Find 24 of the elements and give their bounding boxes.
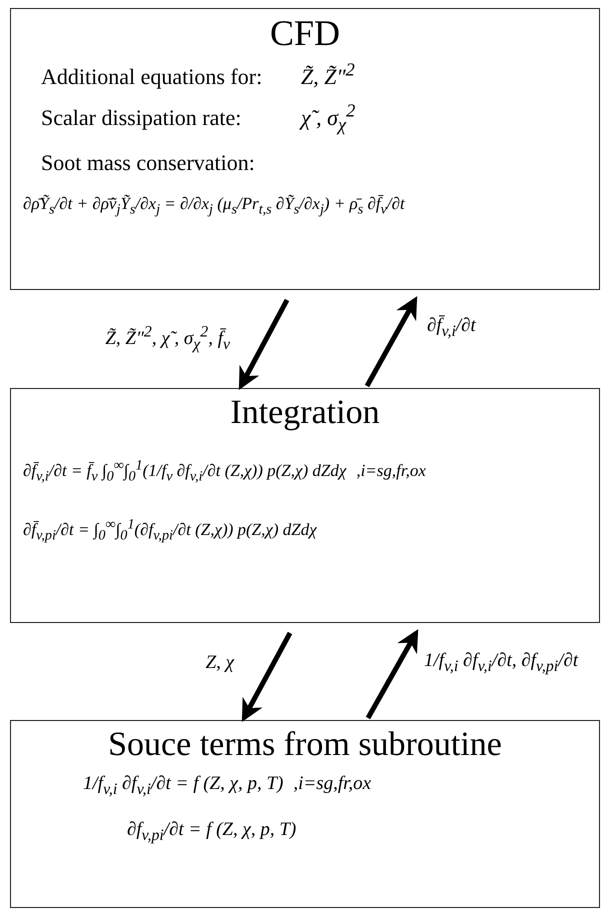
equation: 1/f$_{v,i}$ ∂f$_{v,i}$/∂t = f (Z, χ, p, T) [83,772,284,800]
box-heading: Integration [229,393,381,432]
arrow [242,632,292,722]
equation: Z̃, Z̃″$^{2}$ [301,58,355,91]
equation: ∂ρ̄Ỹ$_{s}$/∂t + ∂ρ̄ṽ$_{j}$Ỹ$_{s}$/∂x$_{j}$ = ∂/∂x$_{j}$ (μ$_{s}$/Pr$_{t,s}$ ∂Ỹ$_{s}$/∂x$_{j}$) + ρ̄$_{s}$ ∂f̄$_{v}$/∂t [23,193,405,220]
equation: ∂f̄$_{v,i}$/∂t = f̄$_{v}$ ∫$_{0}$$^{∞}$∫$_{0}$$^{1}$(1/f$_{v}$ ∂f$_{v,i}$/∂t (Z,χ)) p(Z,χ) dZdχ [23,456,346,486]
equation: ∂f$_{v,pi}$/∂t = f (Z, χ, p, T) [127,818,296,846]
box-text: Scalar dissipation rate: [41,104,242,132]
process-box [10,720,600,908]
arrow [238,298,290,390]
box-text: Soot mass conservation: [41,148,255,177]
process-box [10,8,600,290]
box-text: Additional equations for: [41,62,264,91]
process-box [10,388,600,623]
equation: ∂f̄$_{v,pi}$/∂t = ∫$_{0}$$^{∞}$∫$_{0}$$^{1}$(∂f$_{v,pi}$/∂t (Z,χ)) p(Z,χ) dZdχ [23,516,317,546]
box-heading: CFD [268,13,342,54]
arrow [366,629,418,720]
edge-label: ∂f̄$_{v,i}$/∂t [425,315,478,341]
equation: ,i=sg,fr,ox [356,460,426,482]
arrow [364,296,418,388]
box-heading: Souce terms from subroutine [107,725,503,764]
equation: ,i=sg,fr,ox [293,772,372,796]
edge-label: Z̃, Z̃″$^{2}$, χ̃ , σ$_{χ}$$^{2}$, f̄$_{v}$ [103,324,232,354]
edge-label: 1/f$_{v,i}$ ∂f$_{v,i}$/∂t, ∂f$_{v,pi}$/∂t [422,650,580,676]
